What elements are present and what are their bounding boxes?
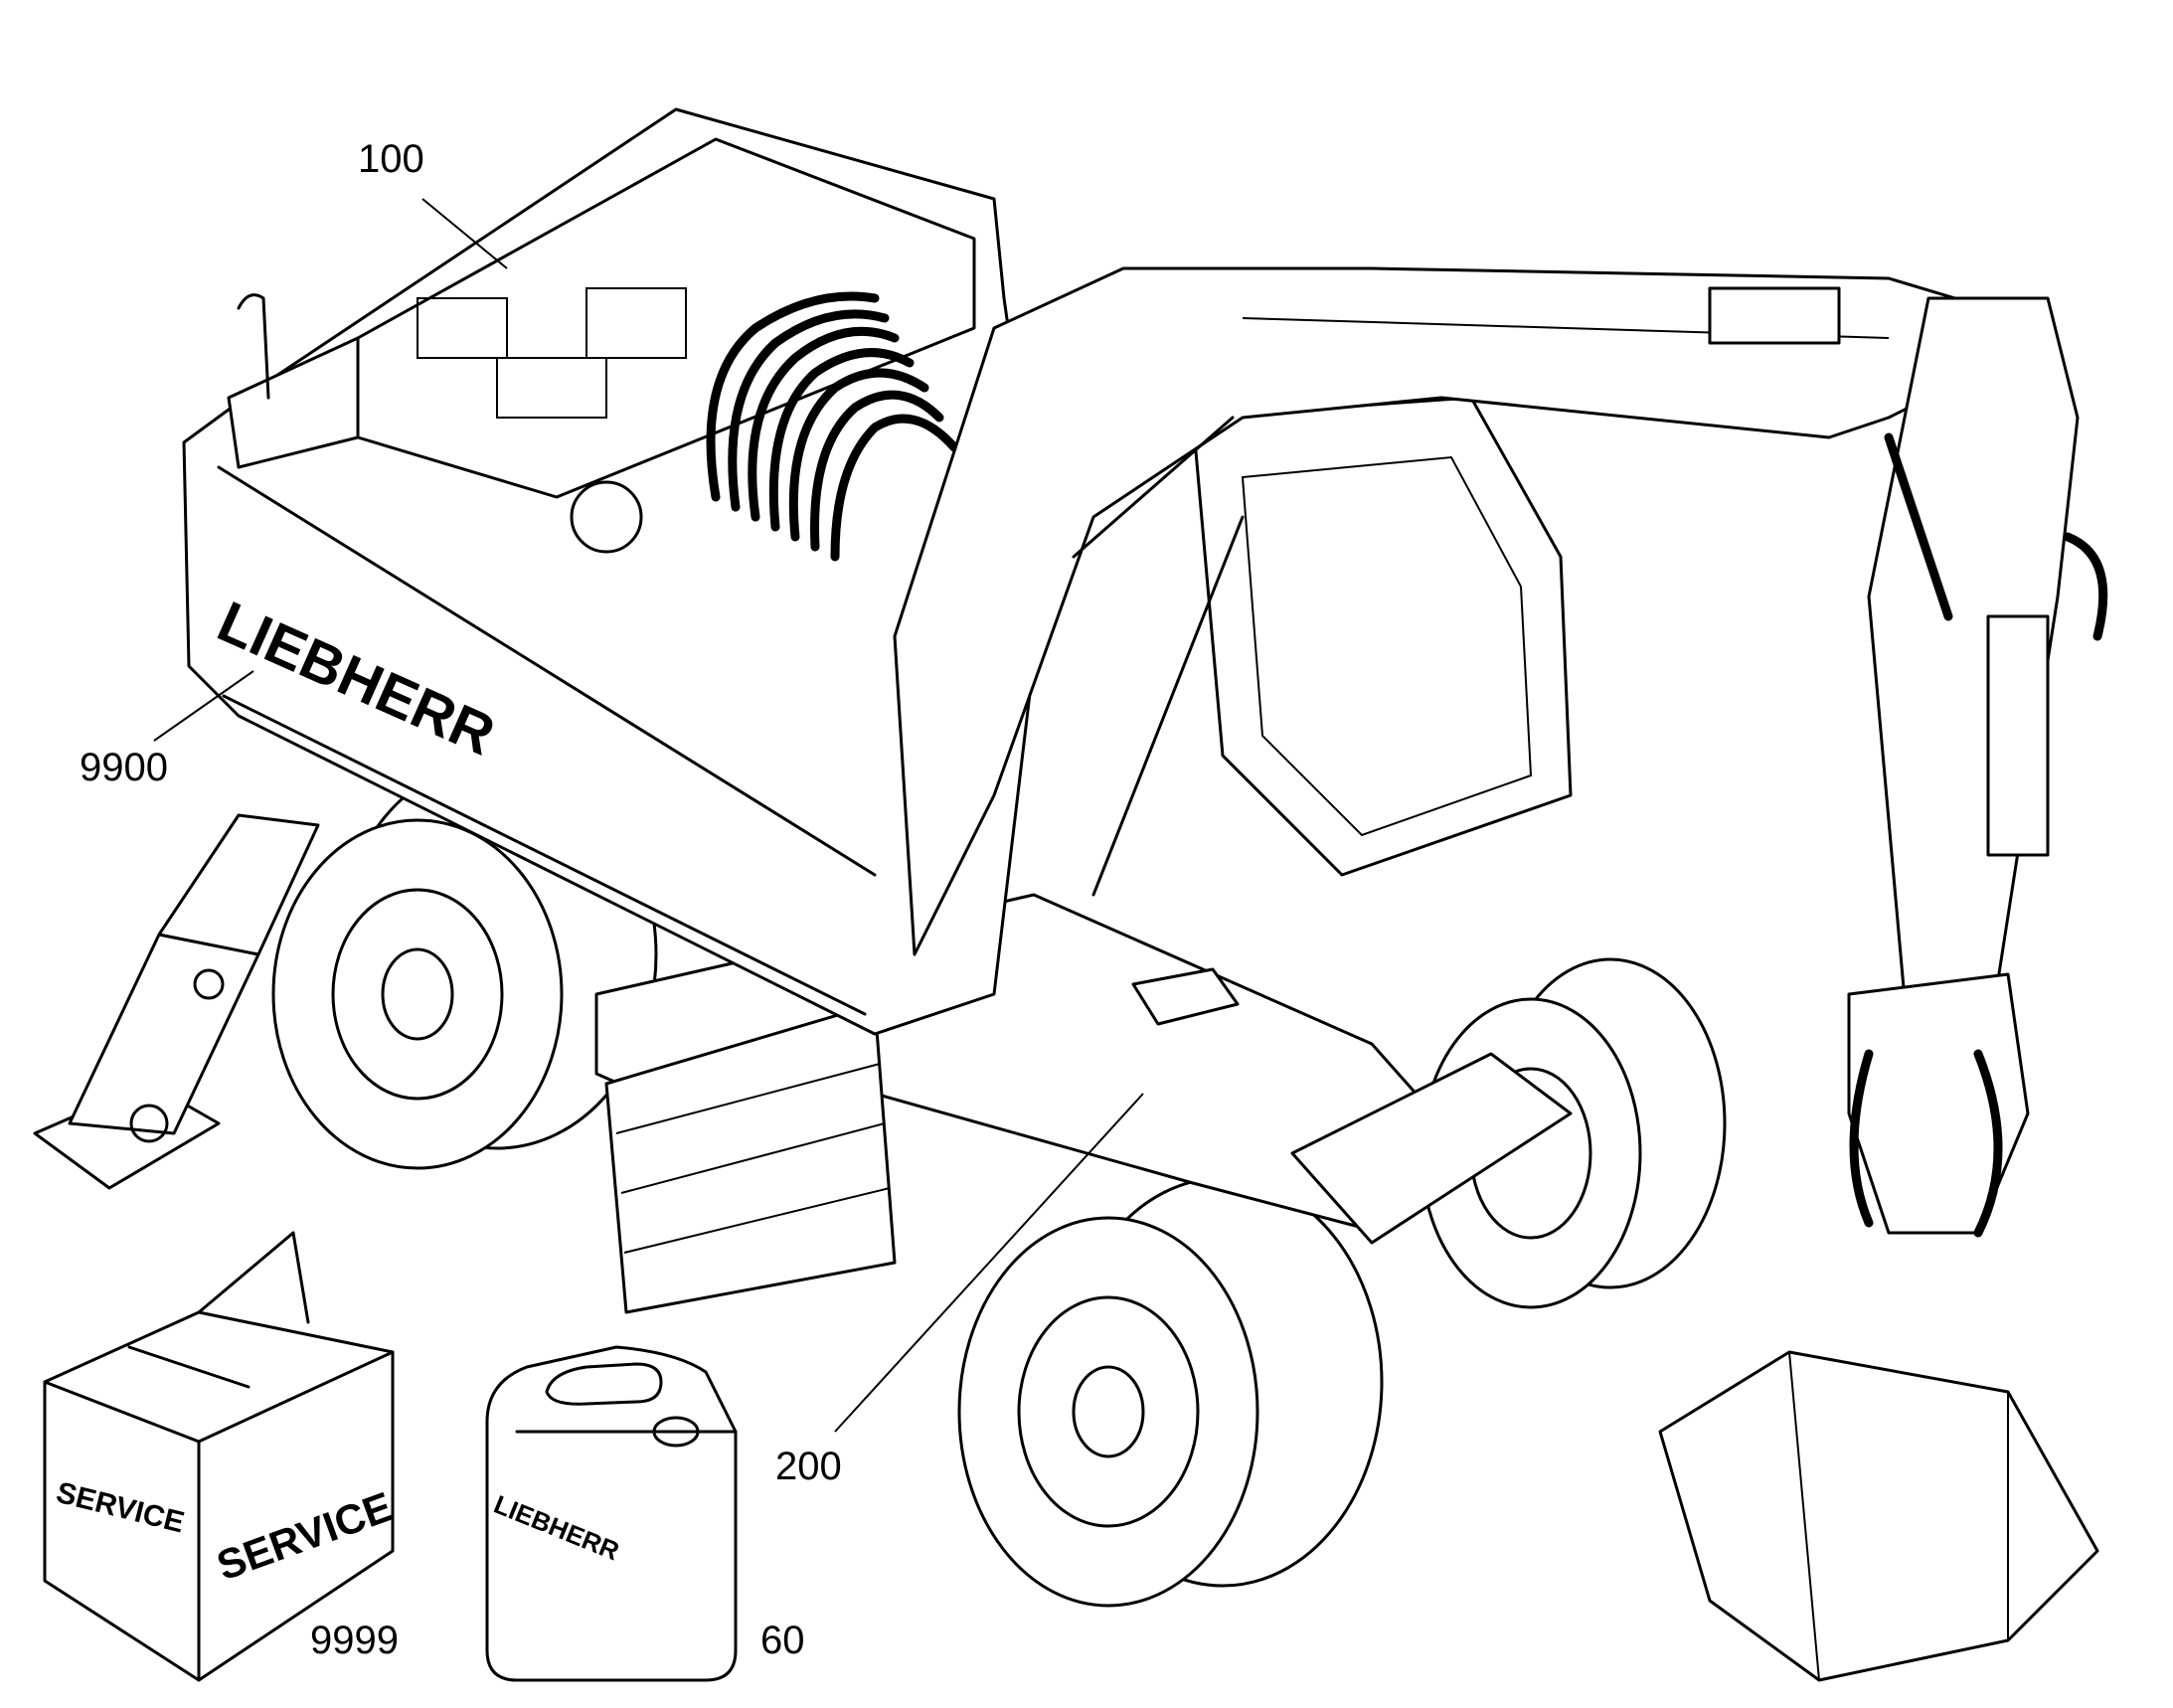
leader-9900: [153, 670, 254, 742]
cab: [1191, 396, 1573, 877]
boom: [893, 266, 1990, 956]
callout-100: 100: [358, 137, 424, 181]
callout-9900: 9900: [80, 746, 168, 789]
leader-lines: [153, 198, 1144, 1433]
leader-200: [834, 1093, 1144, 1433]
hose-bundle: [706, 291, 959, 562]
callout-60: 60: [760, 1619, 805, 1662]
leader-100: [421, 198, 508, 269]
bucket: [1658, 972, 2099, 1682]
oil-canister: [485, 1345, 738, 1682]
service-box: [43, 1231, 395, 1682]
outrigger: [33, 813, 320, 1190]
callout-9999: 9999: [310, 1619, 399, 1662]
callout-200: 200: [775, 1445, 842, 1488]
stick: [1867, 296, 2108, 1046]
